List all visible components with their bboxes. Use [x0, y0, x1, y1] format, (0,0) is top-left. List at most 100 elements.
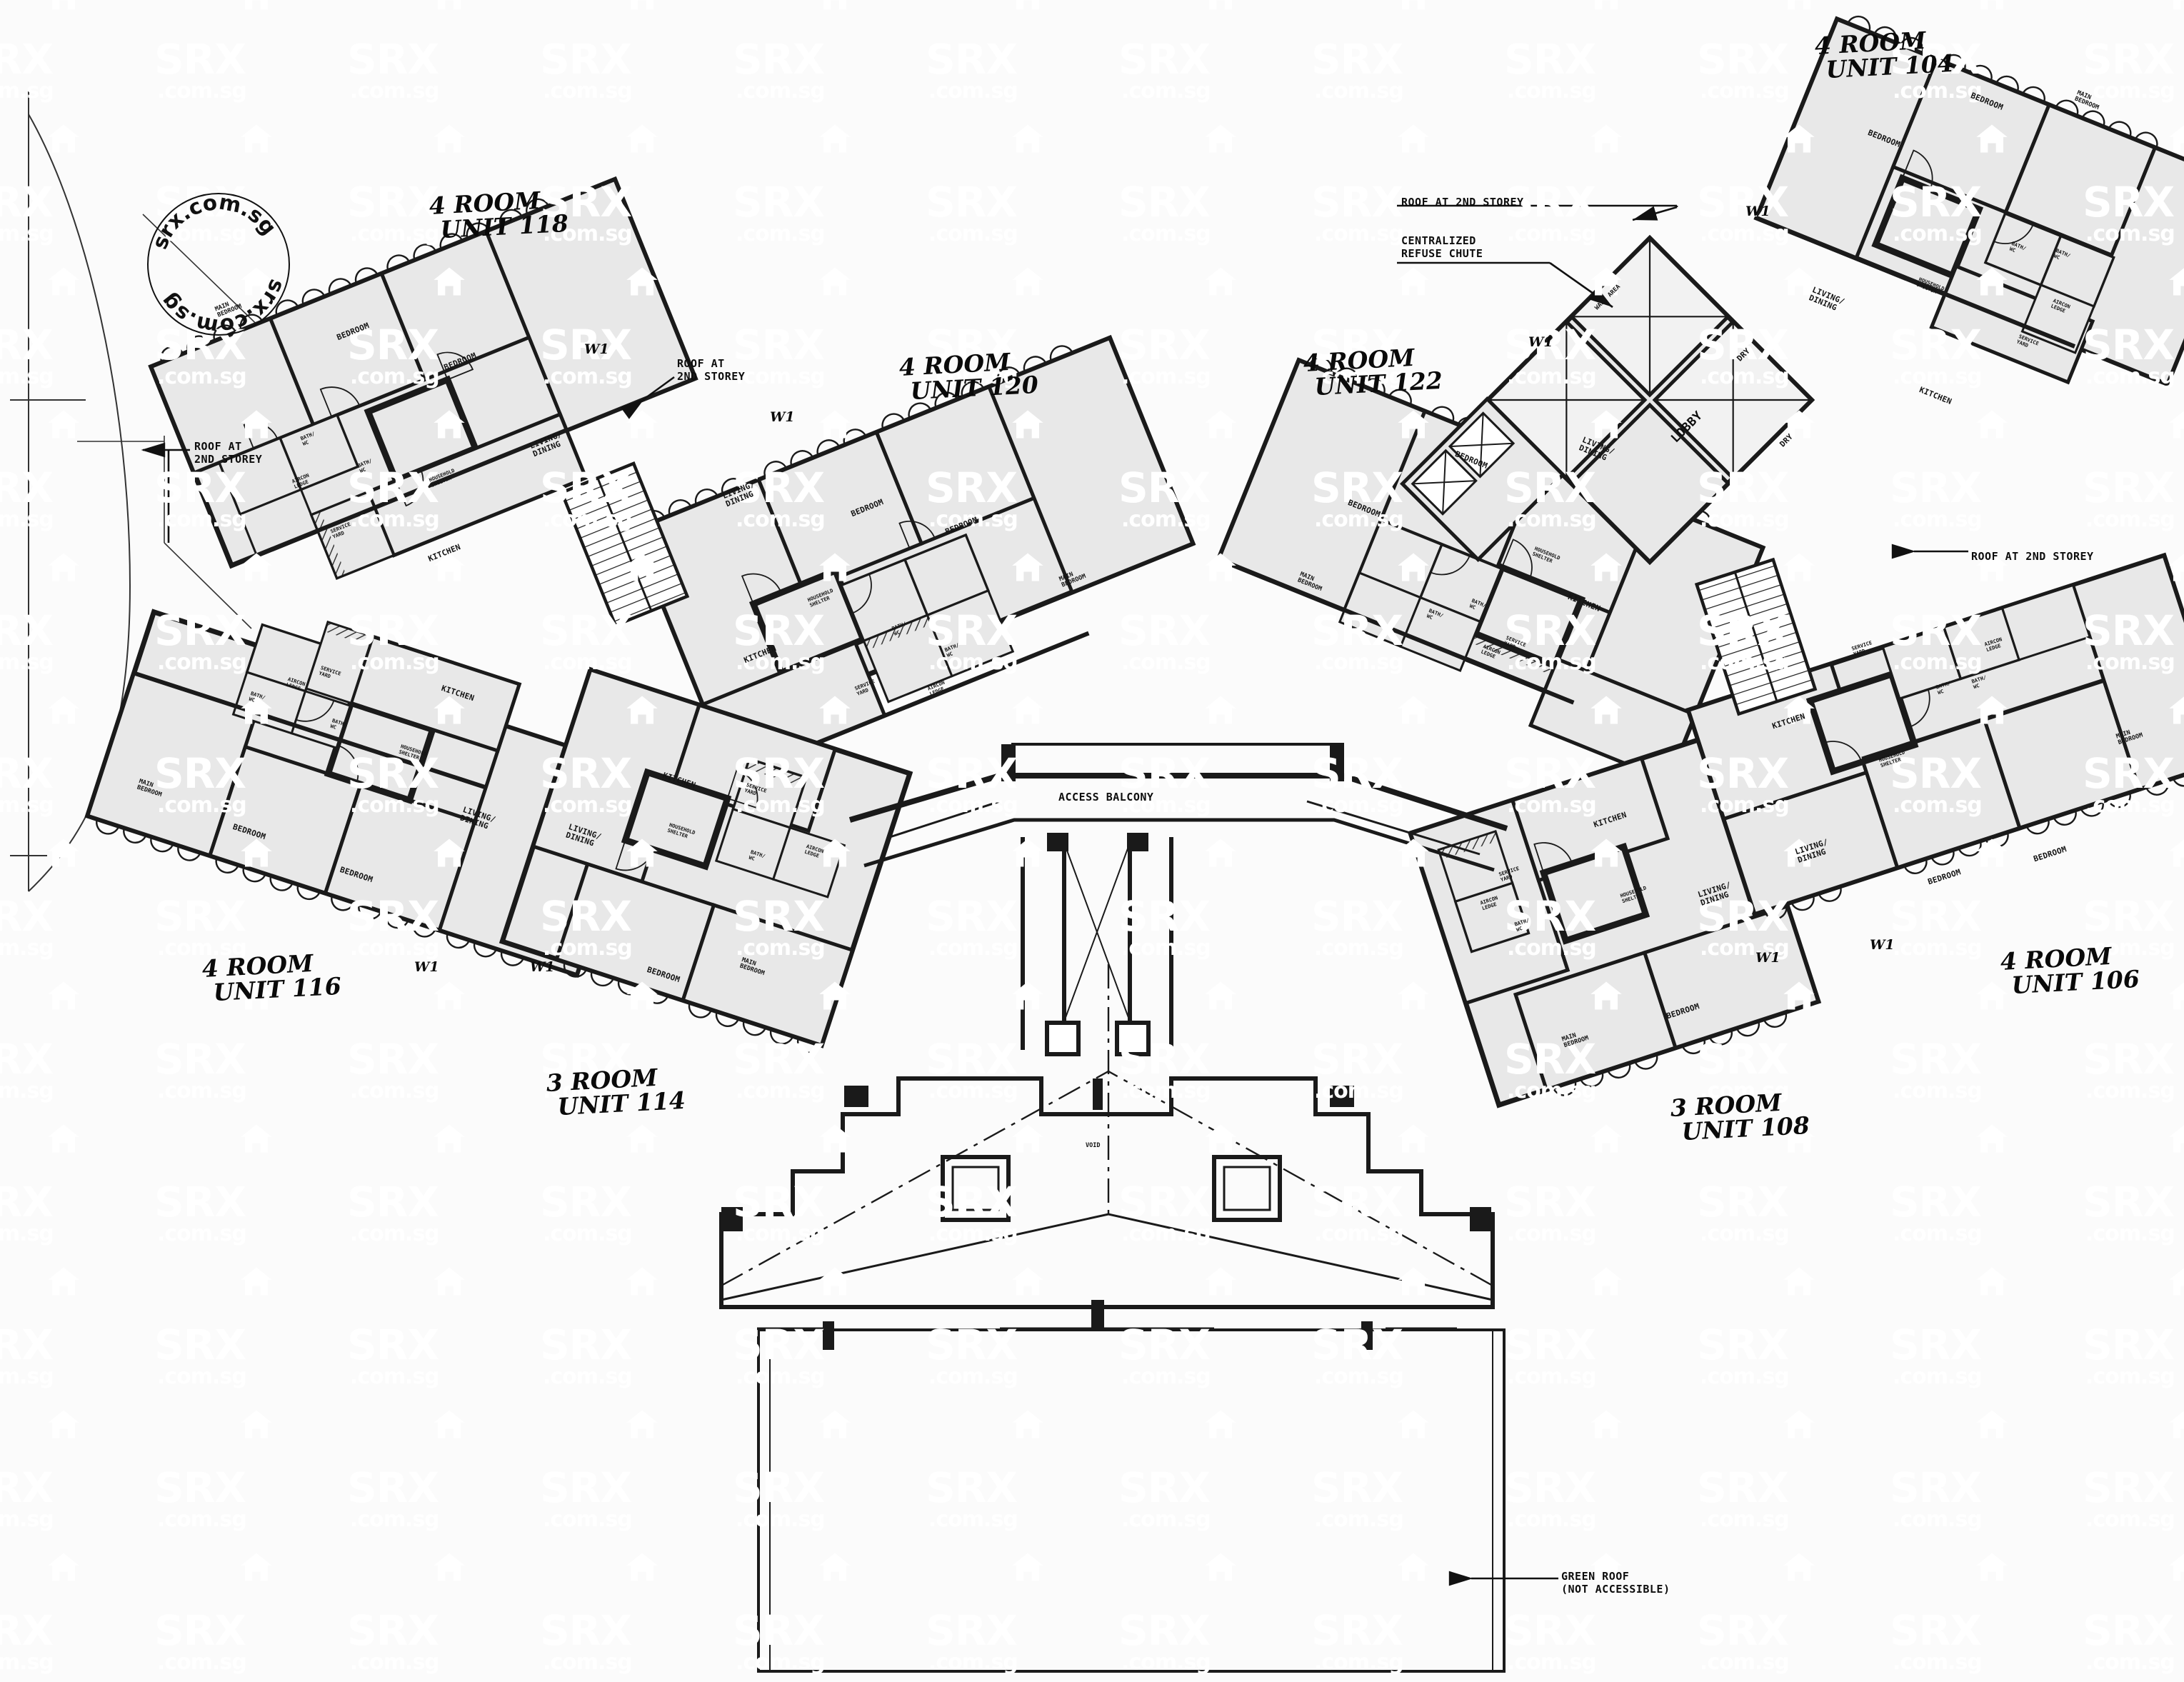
room-label-bath-wc: BATH/WC [891, 621, 909, 637]
window-tag-w-118b: W1 [770, 409, 795, 425]
room-label-line: BEDROOM [442, 351, 478, 373]
room-label-line: BEDROOM [1969, 91, 2005, 113]
annotation-line: CENTRALIZED [1401, 234, 1476, 247]
space-label-access-balcony: ACCESS BALCONY [1058, 791, 1154, 804]
room-label-line: BEDROOM [2032, 844, 2068, 864]
room-label-bath-wc: BATH/WC [748, 849, 766, 865]
annotation-line: ROOF AT [194, 440, 242, 453]
room-label-bath-wc: BATH/WC [1971, 675, 1989, 690]
room-label-line: BEDROOM [231, 822, 267, 842]
unit-number: UNIT 114 [556, 1086, 686, 1121]
room-label-kitchen: KITCHEN [1567, 592, 1602, 614]
room-label-kitchen: KITCHEN [440, 684, 475, 703]
annotation-line: 2ND STOREY [677, 370, 746, 383]
unit-number: UNIT 116 [212, 971, 342, 1006]
unit-number: UNIT 106 [2010, 964, 2140, 999]
window-tag-w-106a: W1 [1755, 950, 1780, 966]
room-label-line: KITCHEN [1592, 810, 1628, 830]
room-label-line: BEDROOM [1453, 449, 1489, 471]
annotation-a-roof-top: ROOF AT 2ND STOREY [1401, 196, 1524, 209]
svg-text:srx.com.sg: srx.com.sg [156, 276, 289, 334]
space-label-wash-area: WASH AREA [1593, 283, 1622, 312]
room-label-living-dining: LIVING/DINING [721, 479, 759, 509]
room-label-line: BEDROOM [646, 965, 681, 985]
room-label-bath-wc: BATH/WC [329, 718, 348, 734]
room-label-line: KITCHEN [426, 542, 462, 564]
room-label-kitchen: KITCHEN [743, 644, 778, 665]
annotation-line: ROOF AT 2ND STOREY [1971, 550, 2094, 563]
window-tag-w-116a: W1 [414, 959, 439, 975]
room-label-bedroom: BEDROOM [231, 822, 267, 842]
room-label-line: KITCHEN [1770, 711, 1807, 731]
room-label-bath-wc: BATH/WC [300, 431, 318, 447]
room-label-line: BEDROOM [1346, 498, 1382, 520]
room-label-line: BEDROOM [335, 321, 371, 343]
room-label-living-dining: LIVING/DINING [459, 805, 497, 832]
room-label-line: KITCHEN [1918, 385, 1953, 407]
svg-text:srx.com.sg: srx.com.sg [149, 194, 281, 252]
room-label-bedroom: BEDROOM [1453, 449, 1489, 471]
room-label-kitchen: KITCHEN [1592, 810, 1628, 830]
room-label-bedroom: BEDROOM [1346, 498, 1382, 520]
room-label-bedroom: BEDROOM [944, 515, 979, 536]
room-label-bedroom: BEDROOM [1665, 1001, 1700, 1021]
room-label-bath-wc: BATH/WC [1468, 598, 1487, 614]
room-label-bath-wc: BATH/WC [248, 691, 266, 706]
annotation-line: REFUSE CHUTE [1401, 247, 1483, 260]
room-label-bedroom: BEDROOM [2032, 844, 2068, 864]
room-label-line: KITCHEN [661, 771, 697, 791]
room-label-bedroom: BEDROOM [1970, 91, 2005, 112]
space-label-void: VOID [1086, 1142, 1101, 1149]
window-tag-w-118a: W1 [584, 341, 609, 357]
annotation-line: GREEN ROOF [1561, 1570, 1630, 1583]
window-tag-w-116b: W1 [530, 959, 555, 975]
room-label-kitchen: KITCHEN [661, 771, 696, 790]
room-label-living-dining: LIVING/DINING [1697, 880, 1735, 907]
unit-number: UNIT 104 [1825, 49, 1955, 84]
room-label-line: BEDROOM [339, 865, 374, 885]
annotation-line: 2ND STOREY [194, 453, 263, 466]
room-label-living-dining: LIVING/DINING [1808, 285, 1846, 314]
room-label-bath-wc: BATH/WC [2053, 248, 2071, 264]
room-label-bath-wc: BATH/WC [944, 642, 962, 659]
room-label-line: BEDROOM [1926, 867, 1963, 887]
srx-circular-stamp: srx.com.sg srx.com.sg [147, 190, 290, 339]
unit-number: UNIT 108 [1680, 1111, 1810, 1146]
annotation-line: ROOF AT 2ND STOREY [1401, 196, 1524, 209]
room-label-line: KITCHEN [440, 684, 476, 704]
room-label-bath-wc: BATH/WC [357, 458, 375, 474]
